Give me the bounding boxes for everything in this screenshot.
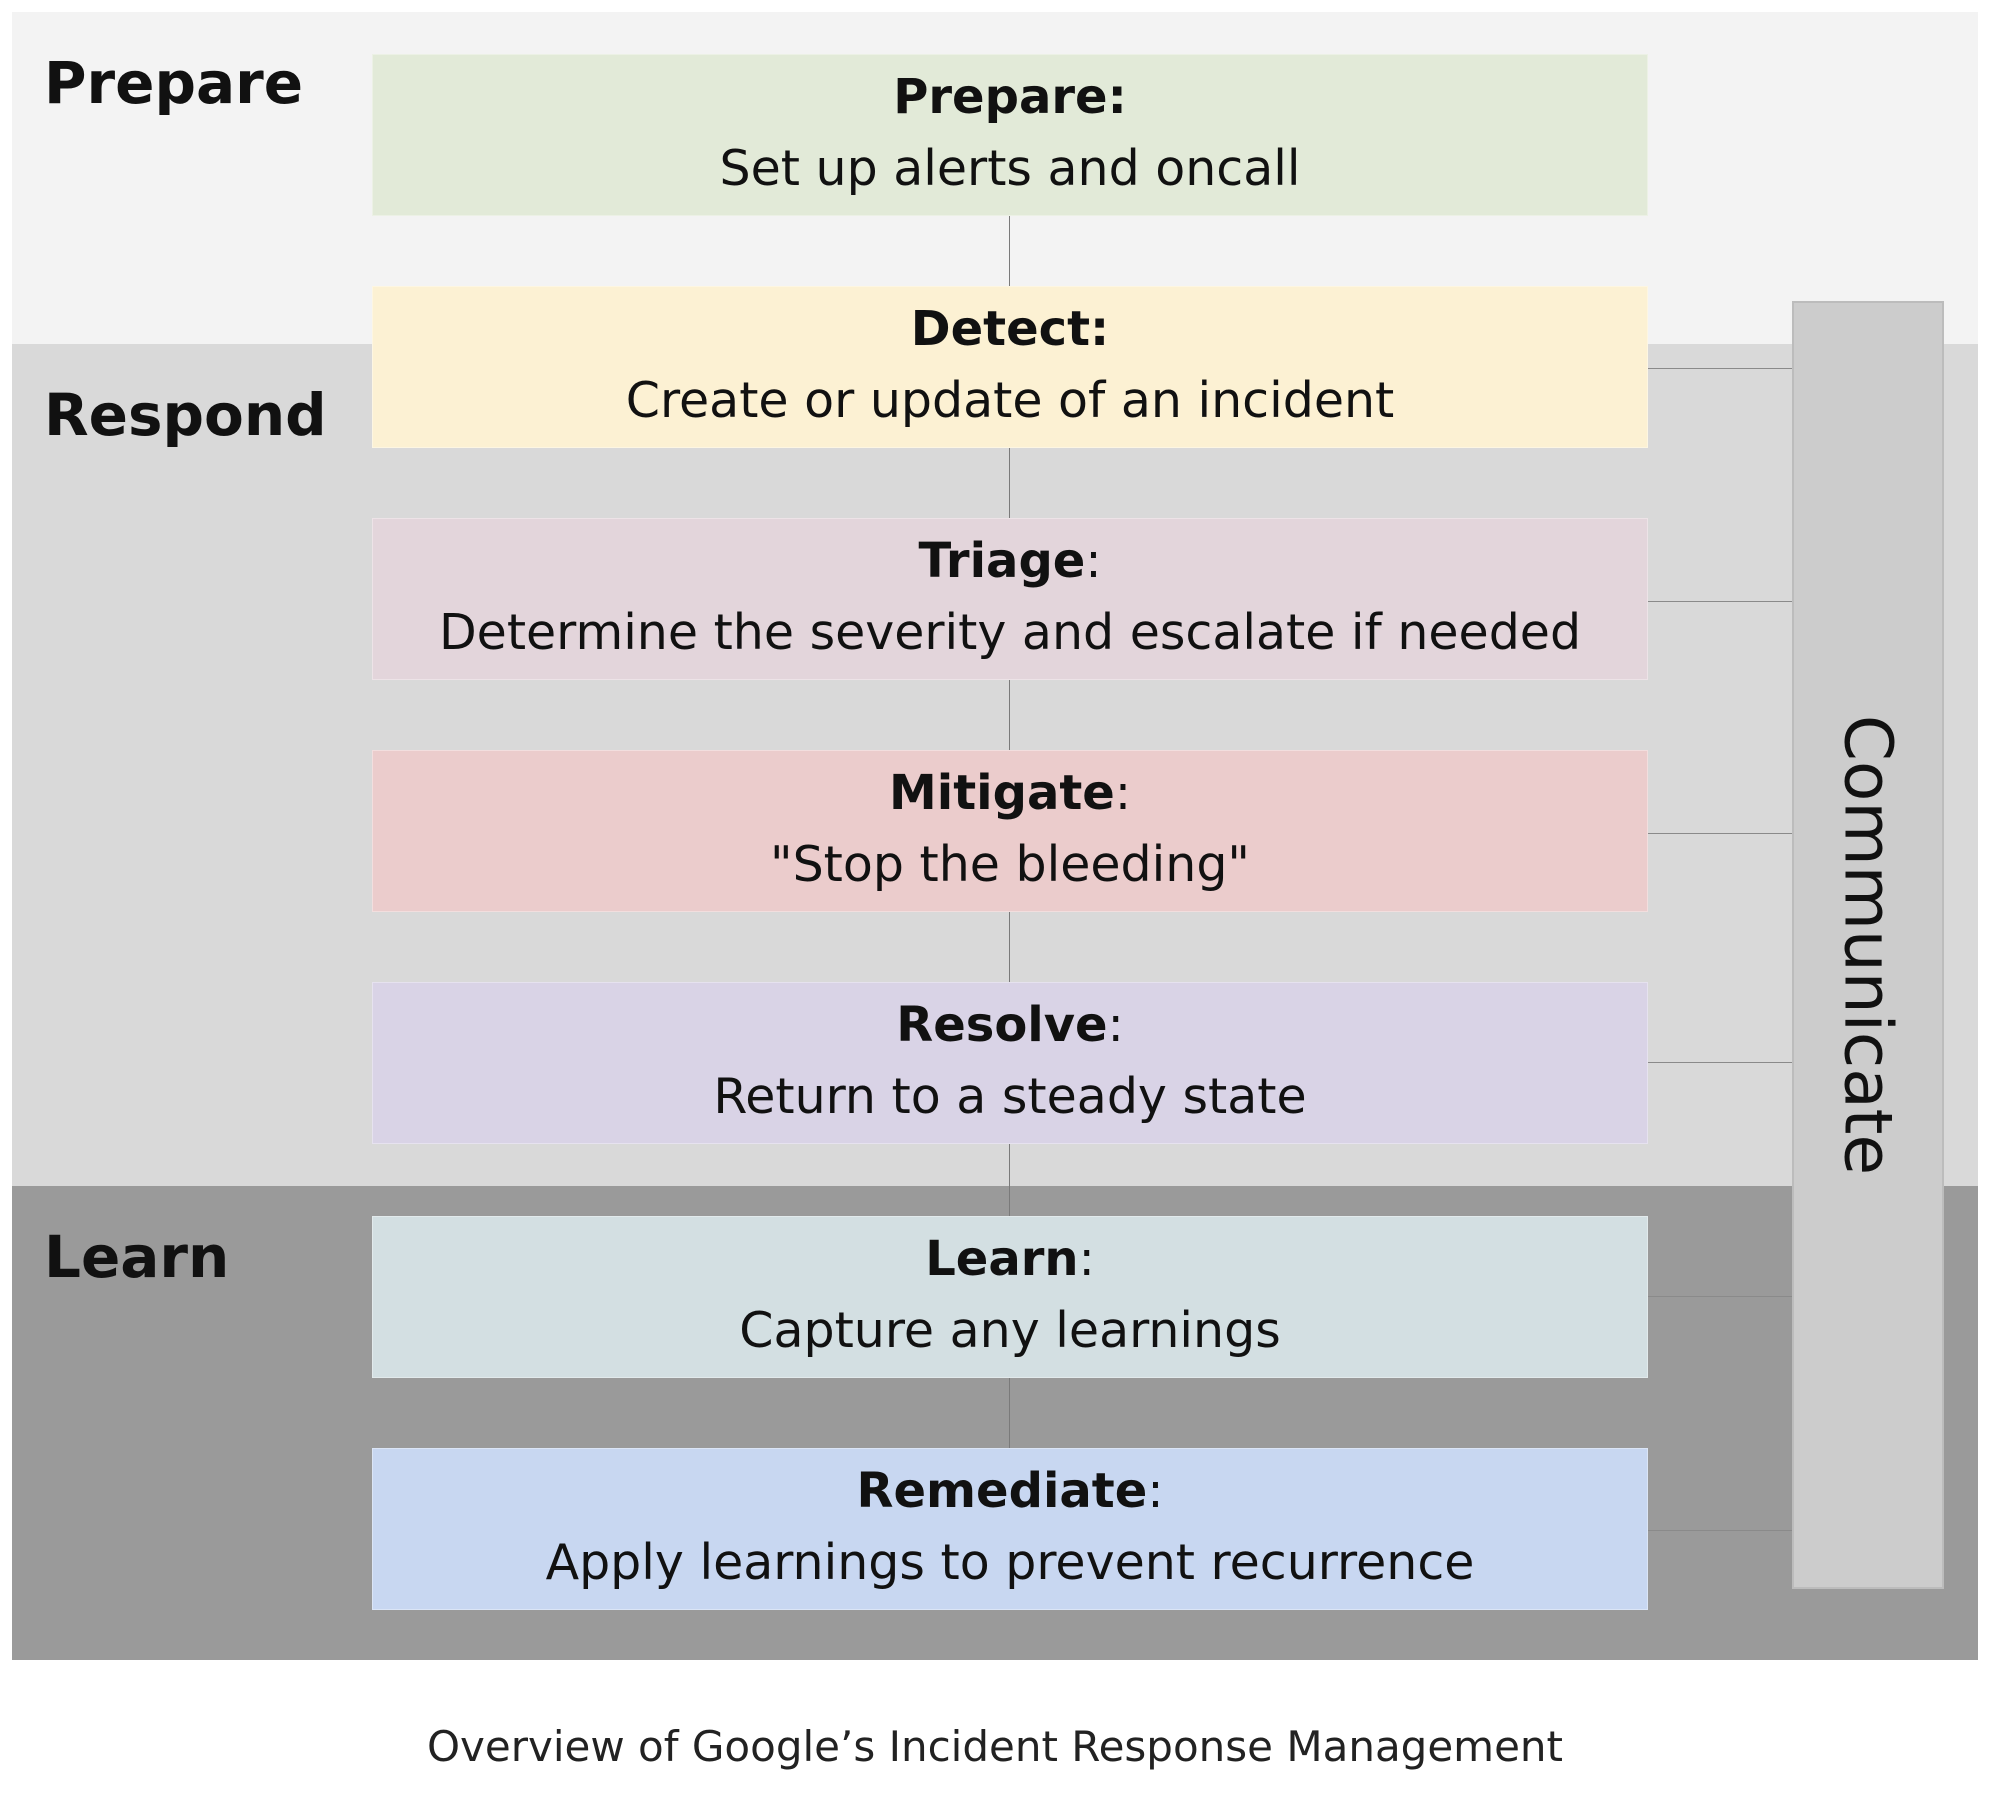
step-description: Create or update of an incident (625, 371, 1395, 429)
phase-label-prepare: Prepare (44, 49, 304, 117)
step-remediate: Remediate: Apply learnings to prevent re… (372, 1448, 1648, 1610)
step-description: Capture any learnings (739, 1301, 1281, 1359)
step-name: Learn (925, 1231, 1079, 1288)
connector-learn-communicate (1648, 1296, 1792, 1297)
connector-mitigate-communicate (1648, 833, 1792, 834)
step-colon: : (1090, 301, 1110, 358)
step-title: Mitigate: (889, 765, 1131, 823)
connector-prepare-detect (1009, 216, 1010, 286)
step-description: Set up alerts and oncall (719, 139, 1301, 197)
step-detect: Detect: Create or update of an incident (372, 286, 1648, 448)
connector-triage-communicate (1648, 601, 1792, 602)
step-mitigate: Mitigate: "Stop the bleeding" (372, 750, 1648, 912)
step-name: Prepare (893, 69, 1108, 126)
diagram-caption: Overview of Google’s Incident Response M… (426, 1722, 1564, 1771)
connector-detect-communicate (1648, 368, 1792, 369)
step-colon: : (1114, 765, 1132, 822)
connector-resolve-communicate (1648, 1062, 1792, 1063)
step-prepare: Prepare: Set up alerts and oncall (372, 54, 1648, 216)
step-name: Triage (918, 533, 1086, 590)
step-colon: : (1085, 533, 1102, 590)
step-colon: : (1107, 997, 1124, 1054)
step-title: Learn: (925, 1231, 1095, 1289)
step-description: Return to a steady state (713, 1067, 1307, 1125)
phase-label-learn: Learn (44, 1223, 230, 1291)
step-title: Prepare: (893, 69, 1127, 127)
step-title: Detect: (911, 301, 1110, 359)
step-colon: : (1147, 1463, 1164, 1520)
connector-detect-triage (1009, 448, 1010, 518)
step-description: "Stop the bleeding" (770, 835, 1250, 893)
step-triage: Triage: Determine the severity and escal… (372, 518, 1648, 680)
step-name: Detect (910, 301, 1091, 358)
connector-remediate-communicate (1648, 1530, 1792, 1531)
step-colon: : (1078, 1231, 1095, 1288)
step-name: Resolve (896, 997, 1108, 1054)
communicate-bar: Communicate (1792, 301, 1944, 1589)
connector-learn-remediate (1009, 1378, 1010, 1448)
step-resolve: Resolve: Return to a steady state (372, 982, 1648, 1144)
connector-triage-mitigate (1009, 680, 1010, 750)
step-learn: Learn: Capture any learnings (372, 1216, 1648, 1378)
connector-mitigate-resolve (1009, 912, 1010, 982)
connector-resolve-learn (1009, 1144, 1010, 1216)
step-name: Remediate (856, 1463, 1148, 1520)
communicate-label: Communicate (1829, 714, 1907, 1176)
step-name: Mitigate (888, 765, 1115, 822)
phase-label-respond: Respond (44, 381, 327, 449)
step-description: Determine the severity and escalate if n… (438, 603, 1582, 661)
step-colon: : (1107, 69, 1127, 126)
step-title: Remediate: (857, 1463, 1164, 1521)
step-title: Resolve: (896, 997, 1124, 1055)
step-description: Apply learnings to prevent recurrence (545, 1533, 1475, 1591)
step-title: Triage: (918, 533, 1101, 591)
